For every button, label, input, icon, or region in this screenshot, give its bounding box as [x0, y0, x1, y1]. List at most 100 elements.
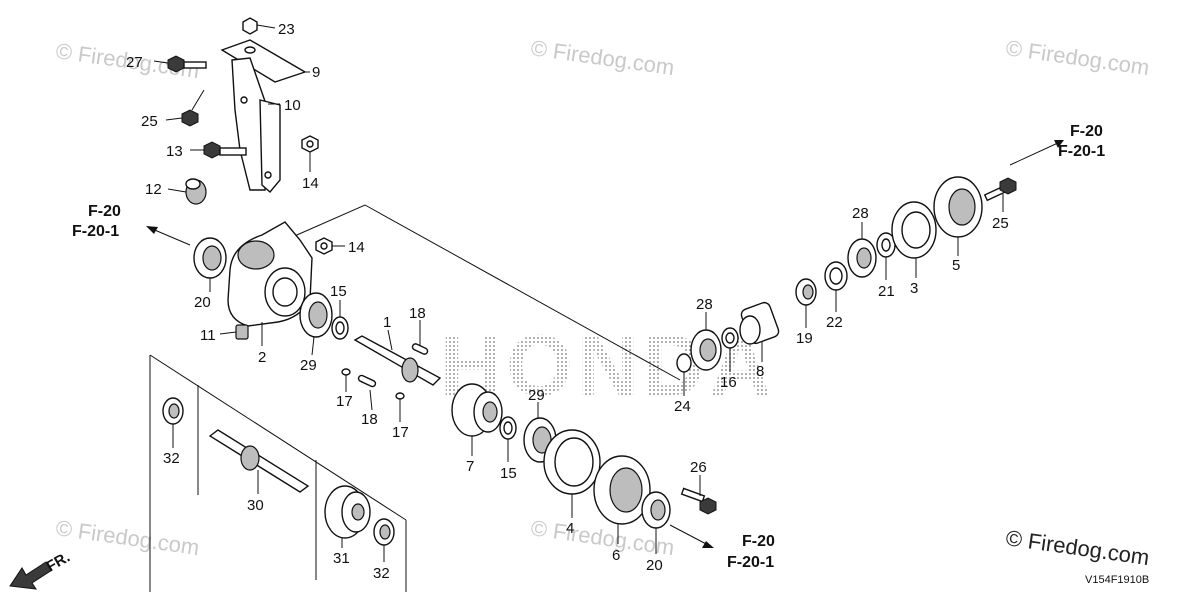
gasket-3	[891, 201, 937, 259]
reference-line1: F-20	[742, 533, 775, 550]
callout: 22	[826, 314, 843, 331]
bolt-25	[181, 89, 205, 127]
callout: 5	[952, 257, 960, 274]
callout: 30	[247, 497, 264, 514]
callout: 12	[145, 181, 162, 198]
firedog-brand: © Firedog.com	[1004, 525, 1151, 570]
bolt-27	[167, 55, 207, 73]
callout: 32	[163, 450, 180, 467]
callout: 14	[302, 175, 319, 192]
callout: 15	[330, 283, 347, 300]
frame-line	[149, 354, 407, 521]
worm-8	[739, 301, 780, 345]
reference-bottom: F-20 F-20-1	[669, 524, 775, 571]
callout: 24	[674, 398, 691, 415]
bearing-29	[299, 292, 333, 338]
reference-line1: F-20	[1070, 123, 1103, 140]
callout: 17	[392, 424, 409, 441]
watermark: © Firedog.com	[54, 515, 201, 560]
callout: 8	[756, 363, 764, 380]
seal-32b	[373, 518, 395, 546]
callout: 13	[166, 143, 183, 160]
leader-lines	[153, 60, 1004, 562]
gasket-4	[543, 429, 601, 495]
cap-12	[185, 178, 207, 205]
bolt-13	[203, 141, 247, 159]
callout: 14	[348, 239, 365, 256]
gear-31	[324, 485, 371, 539]
washer-15	[331, 316, 349, 340]
callout: 6	[612, 547, 620, 564]
callout: 2	[258, 349, 266, 366]
bolt-25b	[983, 177, 1017, 202]
callouts: 23 27 9 10 25 13 14 12 14 20 11 2 15 29 …	[126, 21, 1009, 582]
shaft-1	[353, 335, 442, 386]
bolt-26	[680, 487, 717, 515]
bearing-28b	[847, 238, 877, 278]
callout: 16	[720, 374, 737, 391]
callout: 28	[852, 205, 869, 222]
seal-32	[162, 397, 184, 425]
callout: 7	[466, 458, 474, 475]
callout: 28	[696, 296, 713, 313]
reference-line2: F-20-1	[1058, 143, 1105, 160]
reference-top-right: F-20 F-20-1	[1009, 123, 1105, 166]
callout: 3	[910, 280, 918, 297]
callout: 25	[141, 113, 158, 130]
key-18b	[357, 374, 377, 388]
spacer-19	[795, 278, 817, 306]
nut-14	[301, 135, 319, 153]
circlip-24	[676, 353, 692, 373]
callout: 29	[300, 357, 317, 374]
cover-5	[933, 176, 983, 238]
callout: 15	[500, 465, 517, 482]
callout: 19	[796, 330, 813, 347]
callout: 31	[333, 550, 350, 567]
washer-16	[721, 327, 739, 349]
front-arrow-icon: FR.	[9, 549, 73, 590]
reference-line2: F-20-1	[72, 223, 119, 240]
washer-22	[824, 261, 848, 291]
plug-11	[235, 324, 249, 340]
callout: 11	[200, 327, 216, 344]
callout: 18	[409, 305, 426, 322]
nut-23	[242, 17, 276, 35]
gear-7	[451, 383, 503, 437]
pin-17	[341, 368, 351, 376]
callout: 20	[194, 294, 211, 311]
callout: 10	[284, 97, 301, 114]
reference-line2: F-20-1	[727, 554, 774, 571]
callout: 32	[373, 565, 390, 582]
callout: 17	[336, 393, 353, 410]
reference-left: F-20 F-20-1	[72, 203, 191, 246]
key-18	[411, 343, 429, 355]
washer-15b	[499, 416, 517, 440]
callout: 26	[690, 459, 707, 476]
plate-9	[220, 39, 310, 83]
gear-case-2	[227, 221, 313, 327]
reference-line1: F-20	[88, 203, 121, 220]
callout: 1	[383, 314, 391, 331]
cover-6	[593, 455, 651, 525]
callout: 18	[361, 411, 378, 428]
callout: 21	[878, 283, 895, 300]
callout: 29	[528, 387, 545, 404]
callout: 9	[312, 64, 320, 81]
bearing-28	[690, 329, 722, 371]
guide-line	[289, 204, 681, 381]
oil-seal-20	[193, 237, 227, 279]
watermark: © Firedog.com	[1004, 35, 1151, 80]
callout: 20	[646, 557, 663, 574]
callout: 27	[126, 54, 143, 71]
oil-seal-20b	[641, 491, 671, 529]
shaft-30	[208, 429, 310, 493]
callout: 23	[278, 21, 295, 38]
pin-17b	[395, 392, 405, 400]
watermark: © Firedog.com	[529, 35, 676, 80]
nut-14b	[315, 237, 333, 255]
callout: 25	[992, 215, 1009, 232]
callout: 4	[566, 520, 574, 537]
diagram-code: V154F1910B	[1085, 574, 1149, 586]
